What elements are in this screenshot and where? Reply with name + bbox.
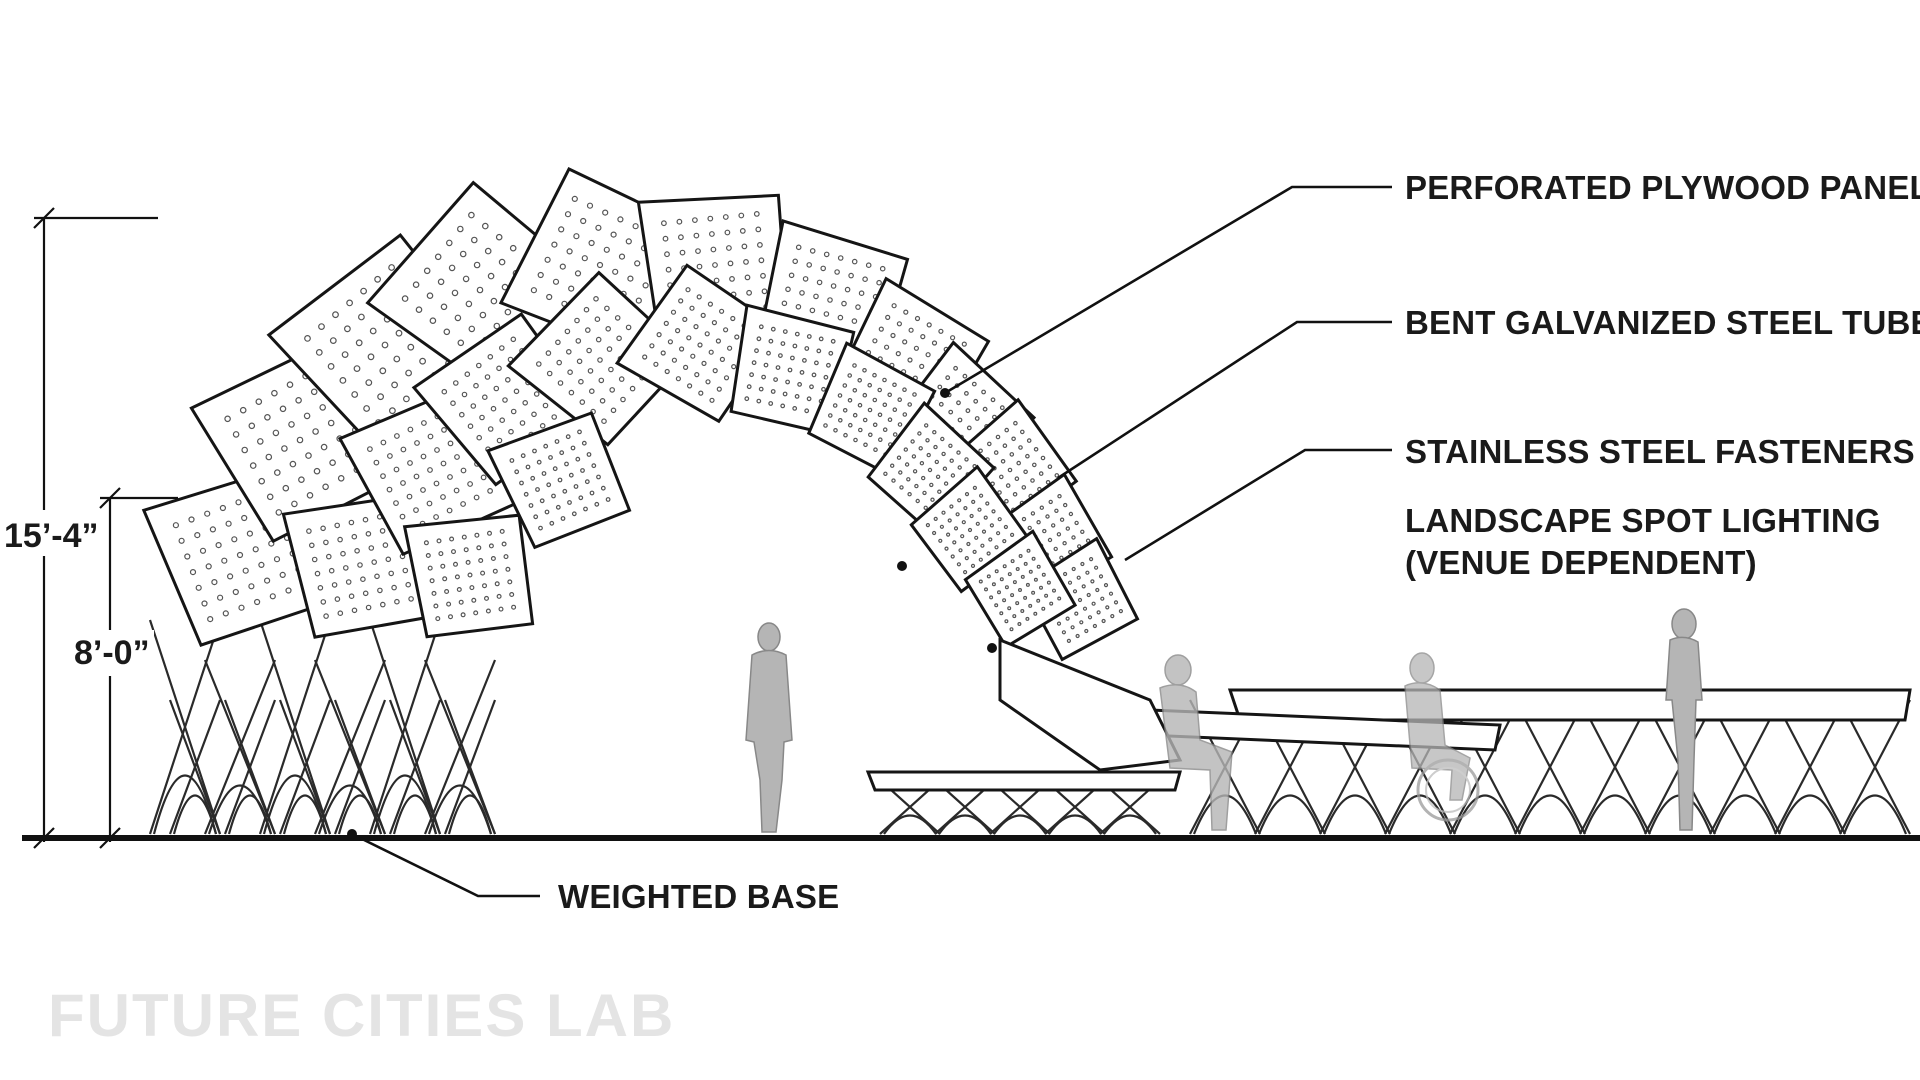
- standing-man-figure: [745, 622, 793, 833]
- standing-woman-figure: [1665, 608, 1703, 831]
- dimension-clear-height: 8’-0”: [72, 487, 178, 849]
- perforated-plywood-panels: [141, 167, 1140, 662]
- bench-deck: [865, 637, 1912, 792]
- future-cities-lab-watermark: FUTURE CITIES LAB: [48, 982, 675, 1049]
- label-venue-dependent: (VENUE DEPENDENT): [1405, 544, 1757, 581]
- plywood-panel: [485, 411, 632, 550]
- deck-slab: [865, 770, 1182, 792]
- clear-height-label: 8’-0”: [74, 634, 150, 672]
- plywood-panel: [963, 529, 1078, 649]
- deck-slab: [1227, 688, 1912, 722]
- seated-person-figure: [1159, 654, 1233, 831]
- steel-tube-frame: [1709, 699, 1781, 835]
- label-weighted-base: WEIGHTED BASE: [558, 878, 839, 915]
- label-perforated-plywood-panels: PERFORATED PLYWOOD PANELS: [1405, 169, 1920, 206]
- steel-tube-frame: [1579, 699, 1651, 835]
- callout-leaders: [347, 185, 1392, 898]
- steel-tube-frames-left: [148, 619, 497, 835]
- overall-height-label: 15’-4”: [4, 517, 99, 555]
- steel-tube-frame: [1514, 699, 1586, 835]
- steel-tube-frame: [443, 699, 497, 835]
- label-landscape-spot-lighting: LANDSCAPE SPOT LIGHTING: [1405, 502, 1881, 539]
- plywood-panel: [402, 513, 535, 639]
- steel-tube-frame: [1774, 699, 1846, 835]
- label-stainless-steel-fasteners: STAINLESS STEEL FASTENERS: [1405, 433, 1915, 470]
- label-bent-galvanized-steel-tubes: BENT GALVANIZED STEEL TUBES: [1405, 304, 1920, 341]
- steel-tube-frame: [1839, 699, 1911, 835]
- scale-figures: [745, 608, 1703, 833]
- dimension-overall-height: 15’-4”: [4, 207, 158, 849]
- deck-slab: [998, 637, 1183, 772]
- wheelchair-user-figure: [1404, 652, 1480, 822]
